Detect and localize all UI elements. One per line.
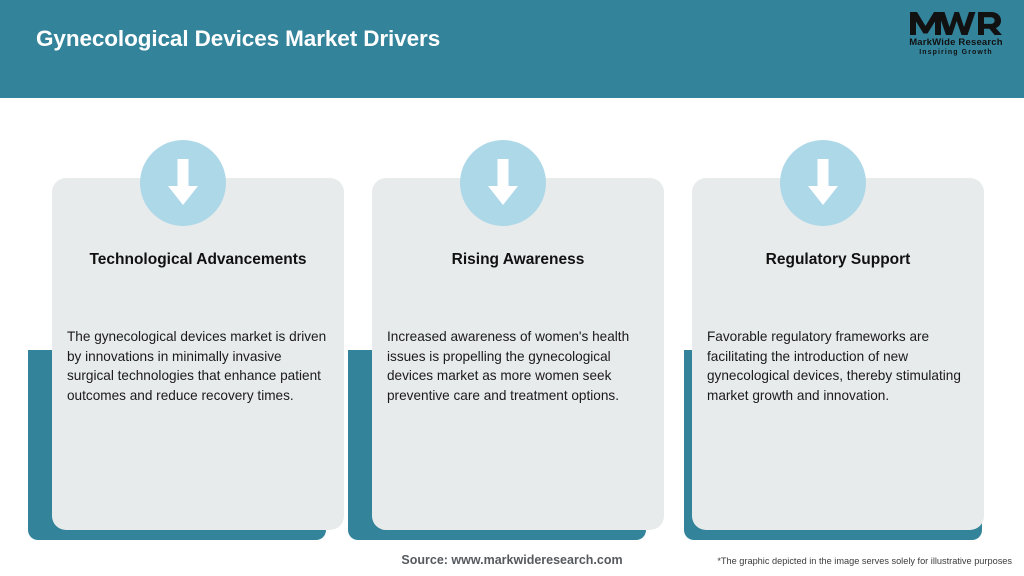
card-surface: Rising Awareness Increased awareness of … (372, 178, 664, 530)
card-title: Rising Awareness (451, 251, 585, 268)
brand-logo: MarkWide Research Inspiring Growth (902, 9, 1010, 61)
logo-company-name: MarkWide Research (909, 37, 1003, 48)
driver-cards-row: Technological Advancements The gynecolog… (0, 98, 1024, 540)
down-arrow-icon (460, 140, 546, 226)
mwr-monogram-icon (910, 12, 1002, 35)
page-title: Gynecological Devices Market Drivers (36, 26, 441, 51)
driver-card-1[interactable]: Technological Advancements The gynecolog… (28, 98, 348, 540)
header-bar: Gynecological Devices Market Drivers Mar… (0, 0, 1024, 98)
down-arrow-icon (780, 140, 866, 226)
card-title: Regulatory Support (765, 251, 911, 268)
card-title: Technological Advancements (89, 251, 307, 268)
source-label: Source: www.markwideresearch.com (401, 553, 623, 567)
card-body-text: Favorable regulatory frameworks are faci… (707, 329, 961, 403)
disclaimer-note: *The graphic depicted in the image serve… (717, 556, 1012, 566)
down-arrow-icon (140, 140, 226, 226)
card-surface: Technological Advancements The gynecolog… (52, 178, 344, 530)
driver-card-3[interactable]: Regulatory Support Favorable regulatory … (668, 98, 988, 540)
driver-card-2[interactable]: Rising Awareness Increased awareness of … (348, 98, 668, 540)
card-body-text: The gynecological devices market is driv… (67, 329, 327, 403)
card-body-text: Increased awareness of women's health is… (387, 329, 630, 403)
card-surface: Regulatory Support Favorable regulatory … (692, 178, 984, 530)
logo-tagline: Inspiring Growth (919, 49, 993, 56)
